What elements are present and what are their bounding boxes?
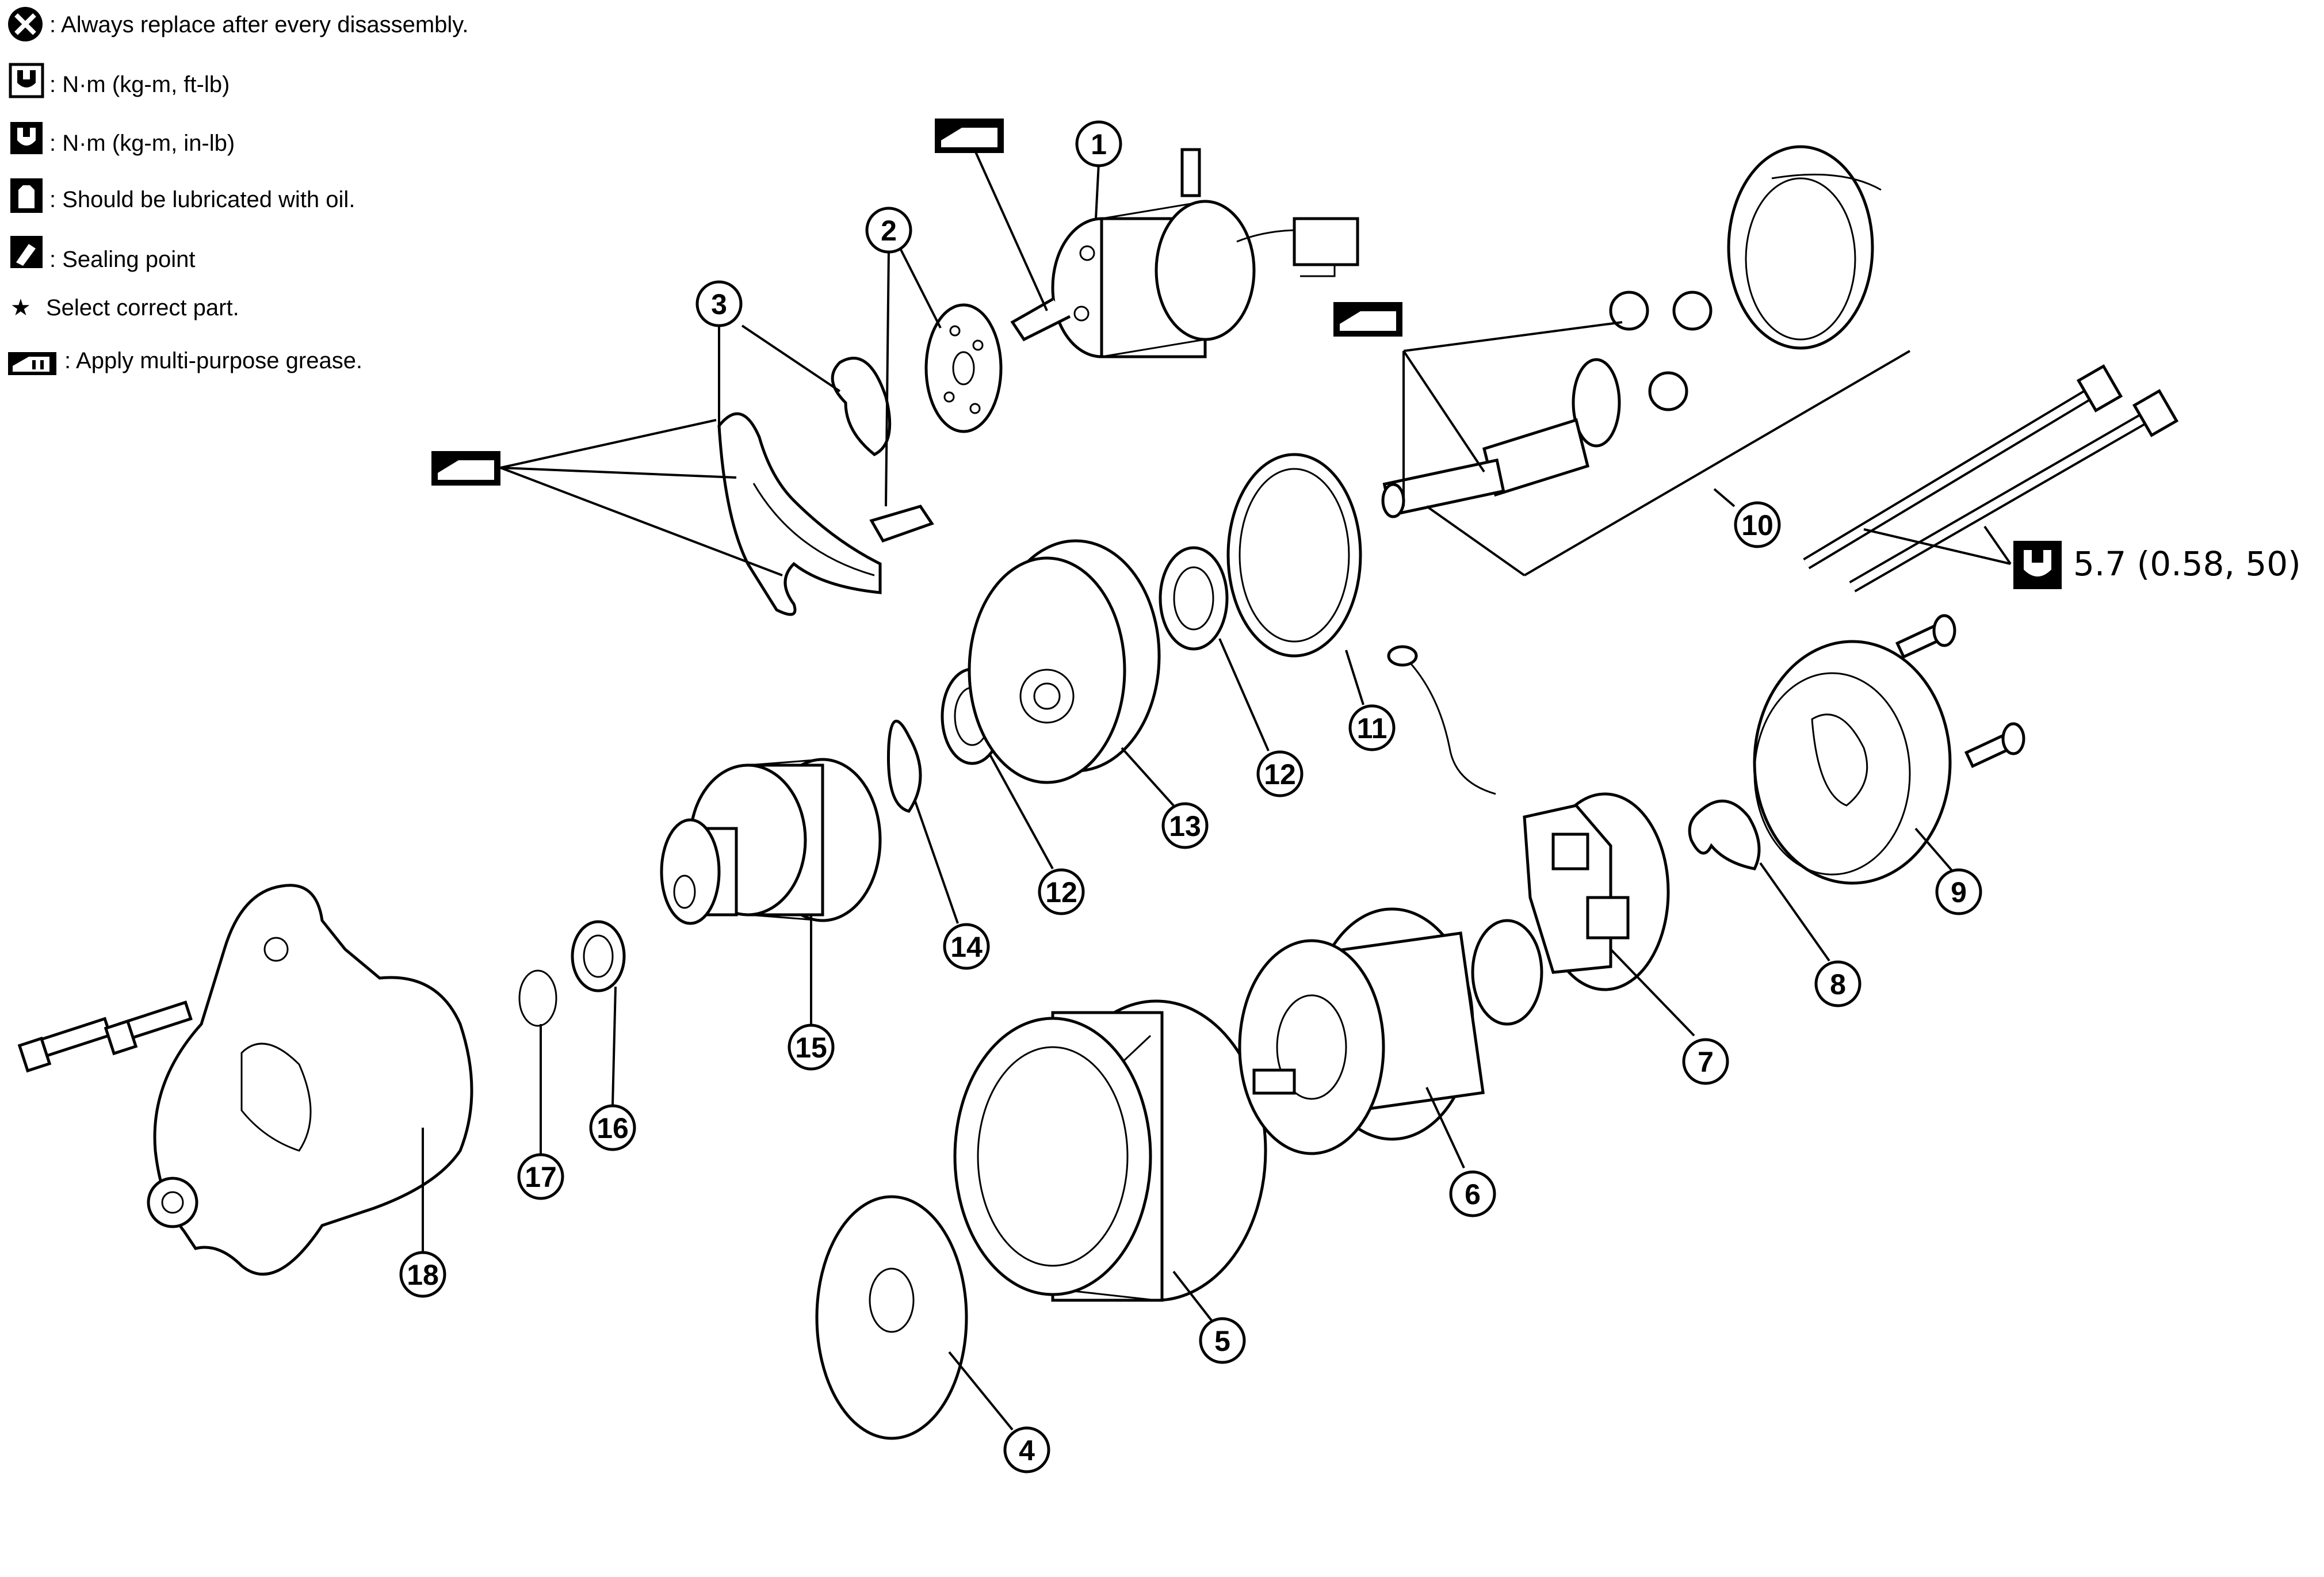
callout-15: 15 [788, 1024, 835, 1071]
callout-number: 3 [711, 288, 727, 320]
callout-16: 16 [589, 1104, 636, 1151]
legend-grease: : Apply multi-purpose grease. [64, 348, 362, 373]
callout-number: 14 [950, 931, 983, 963]
callout-number: 12 [1264, 758, 1296, 791]
callout-1: 1 [1075, 120, 1122, 167]
sealant-icon [10, 236, 43, 268]
callout-number: 16 [597, 1112, 629, 1144]
callout-8: 8 [1814, 960, 1862, 1007]
legend-lubricate: : Should be lubricated with oil. [49, 187, 355, 212]
armature [1238, 907, 1543, 1155]
snap-ring [518, 969, 557, 1027]
callout-number: 6 [1465, 1178, 1481, 1211]
pinion-shaft [1381, 358, 1621, 518]
shift-lever-spring [831, 357, 892, 456]
callout-13: 13 [1161, 802, 1209, 849]
wrench-icon [9, 63, 44, 98]
callout-number: 7 [1698, 1046, 1714, 1078]
legend-torque-ftlb: : N·m (kg-m, ft-lb) [49, 72, 230, 97]
grease-gun-icon [8, 352, 56, 375]
internal-gear [1727, 145, 1882, 350]
leader-lines [422, 150, 2012, 1431]
gear-case [147, 884, 473, 1276]
callout-14: 14 [943, 923, 990, 970]
through-bolts [1803, 364, 2179, 593]
legend-replace: : Always replace after every disassembly… [49, 12, 468, 37]
callout-number: 1 [1091, 128, 1107, 161]
washer-upper [1159, 546, 1229, 651]
callout-number: 2 [881, 215, 897, 247]
callout-number: 4 [1019, 1434, 1035, 1467]
callout-2: 2 [865, 207, 912, 254]
callout-12-lower: 12 [1038, 868, 1085, 915]
lock-plate [1688, 799, 1761, 870]
callout-number: 18 [407, 1259, 439, 1291]
solenoid-switch [1010, 148, 1359, 358]
callout-number: 12 [1045, 876, 1077, 908]
callout-10: 10 [1734, 501, 1781, 548]
center-bracket [968, 539, 1161, 784]
star-icon: ★ [10, 295, 31, 320]
oil-can-icon [10, 178, 43, 213]
rear-cover-screws [1895, 614, 2025, 769]
callout-number: 13 [1169, 810, 1201, 842]
callout-7: 7 [1682, 1038, 1729, 1085]
callout-4: 4 [1003, 1426, 1050, 1473]
rubber-block [869, 505, 934, 543]
rear-cover [1753, 640, 1952, 885]
grease-gun-icon [431, 451, 500, 486]
callout-number: 11 [1357, 712, 1387, 744]
yoke [953, 999, 1267, 1302]
callout-9: 9 [1935, 868, 1982, 915]
callout-17: 17 [517, 1153, 564, 1200]
legend-sealing: : Sealing point [49, 247, 196, 272]
wrench-filled-icon [2013, 541, 2062, 589]
callout-6: 6 [1449, 1170, 1496, 1217]
legend-torque-inlb: : N·m (kg-m, in-lb) [49, 131, 235, 156]
shift-lever [717, 412, 882, 616]
callout-12-upper: 12 [1256, 750, 1304, 797]
callout-number: 8 [1830, 968, 1846, 1001]
callout-number: 15 [795, 1032, 827, 1064]
legend-select-part: Select correct part. [46, 295, 239, 320]
retaining-clip [886, 719, 922, 813]
circle-x-icon [8, 7, 43, 41]
callout-18: 18 [399, 1251, 446, 1298]
callout-number: 5 [1214, 1325, 1230, 1357]
torque-spec: 5.7 (0.58, 50) [2073, 544, 2301, 583]
packing-ring [1226, 453, 1362, 658]
wrench-filled-icon [10, 122, 43, 154]
callout-11: 11 [1348, 704, 1396, 751]
callout-number: 9 [1951, 876, 1967, 908]
gear-case-bolts [17, 1001, 193, 1073]
pinion-assembly [660, 758, 882, 925]
callout-number: 10 [1741, 509, 1773, 541]
grease-gun-icon [1333, 302, 1402, 337]
brush-holder [1387, 645, 1670, 991]
callout-5: 5 [1199, 1317, 1246, 1364]
grease-gun-icon [935, 119, 1004, 153]
legend: : Always replace after every disassembly… [8, 7, 468, 375]
solenoid-plate [924, 303, 1003, 433]
dust-plate [815, 1195, 968, 1440]
planetary-gears [1609, 291, 1713, 411]
stopper-ring [571, 920, 626, 992]
callout-3: 3 [695, 280, 743, 327]
callout-number: 17 [525, 1161, 557, 1193]
